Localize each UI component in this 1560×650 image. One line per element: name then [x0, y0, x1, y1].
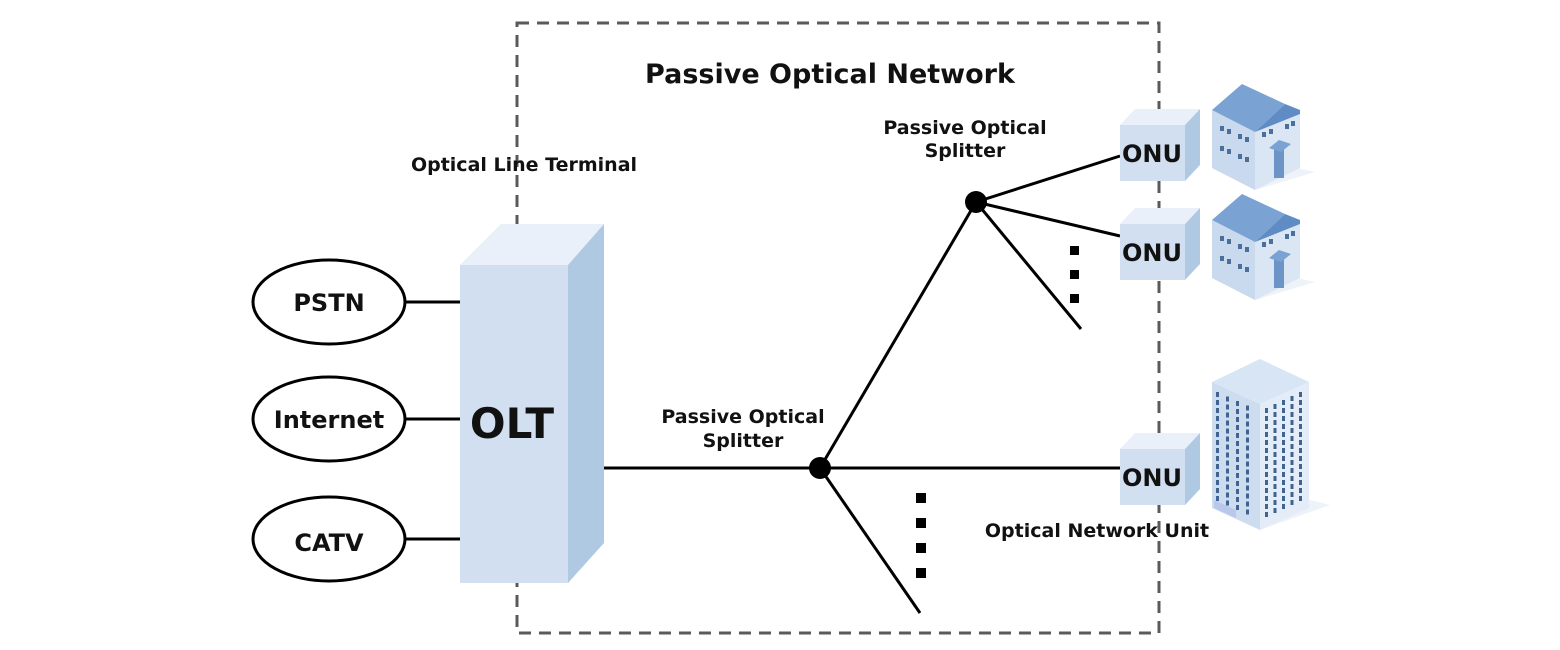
house-icon [1212, 84, 1315, 190]
splitter-second-label-line2: Splitter [925, 140, 1006, 162]
onu-label-1: ONU [1122, 140, 1182, 168]
olt-caption: Optical Line Terminal [411, 154, 637, 176]
olt-box [460, 224, 604, 583]
service-catv-label: CATV [294, 529, 364, 557]
onu-box-2 [1120, 208, 1200, 280]
onu-label-3: ONU [1122, 464, 1182, 492]
ellipsis-dots-lower [916, 493, 926, 578]
service-internet-label: Internet [274, 406, 384, 434]
fiber-lines [604, 154, 1121, 614]
splitter-first-label-line2: Splitter [703, 430, 784, 452]
splitter-node-first [809, 457, 831, 479]
splitter-node-second [965, 191, 987, 213]
house-icon [1212, 194, 1315, 300]
diagram-title: Passive Optical Network [645, 59, 1016, 90]
onu-label-2: ONU [1122, 239, 1182, 267]
service-pstn [251, 258, 460, 346]
service-catv [251, 495, 460, 583]
onu-box-3 [1120, 433, 1200, 505]
onu-box-1 [1120, 109, 1200, 181]
office-building-icon [1212, 359, 1330, 530]
splitter-first-label-line1: Passive Optical [661, 406, 824, 428]
service-internet [251, 375, 460, 463]
ellipsis-dots-upper [1070, 246, 1079, 303]
pon-boundary [515, 21, 1161, 635]
service-pstn-label: PSTN [293, 289, 364, 317]
olt-label: OLT [470, 399, 555, 448]
onu-caption: Optical Network Unit [985, 520, 1209, 542]
splitter-second-label-line1: Passive Optical [883, 117, 1046, 139]
